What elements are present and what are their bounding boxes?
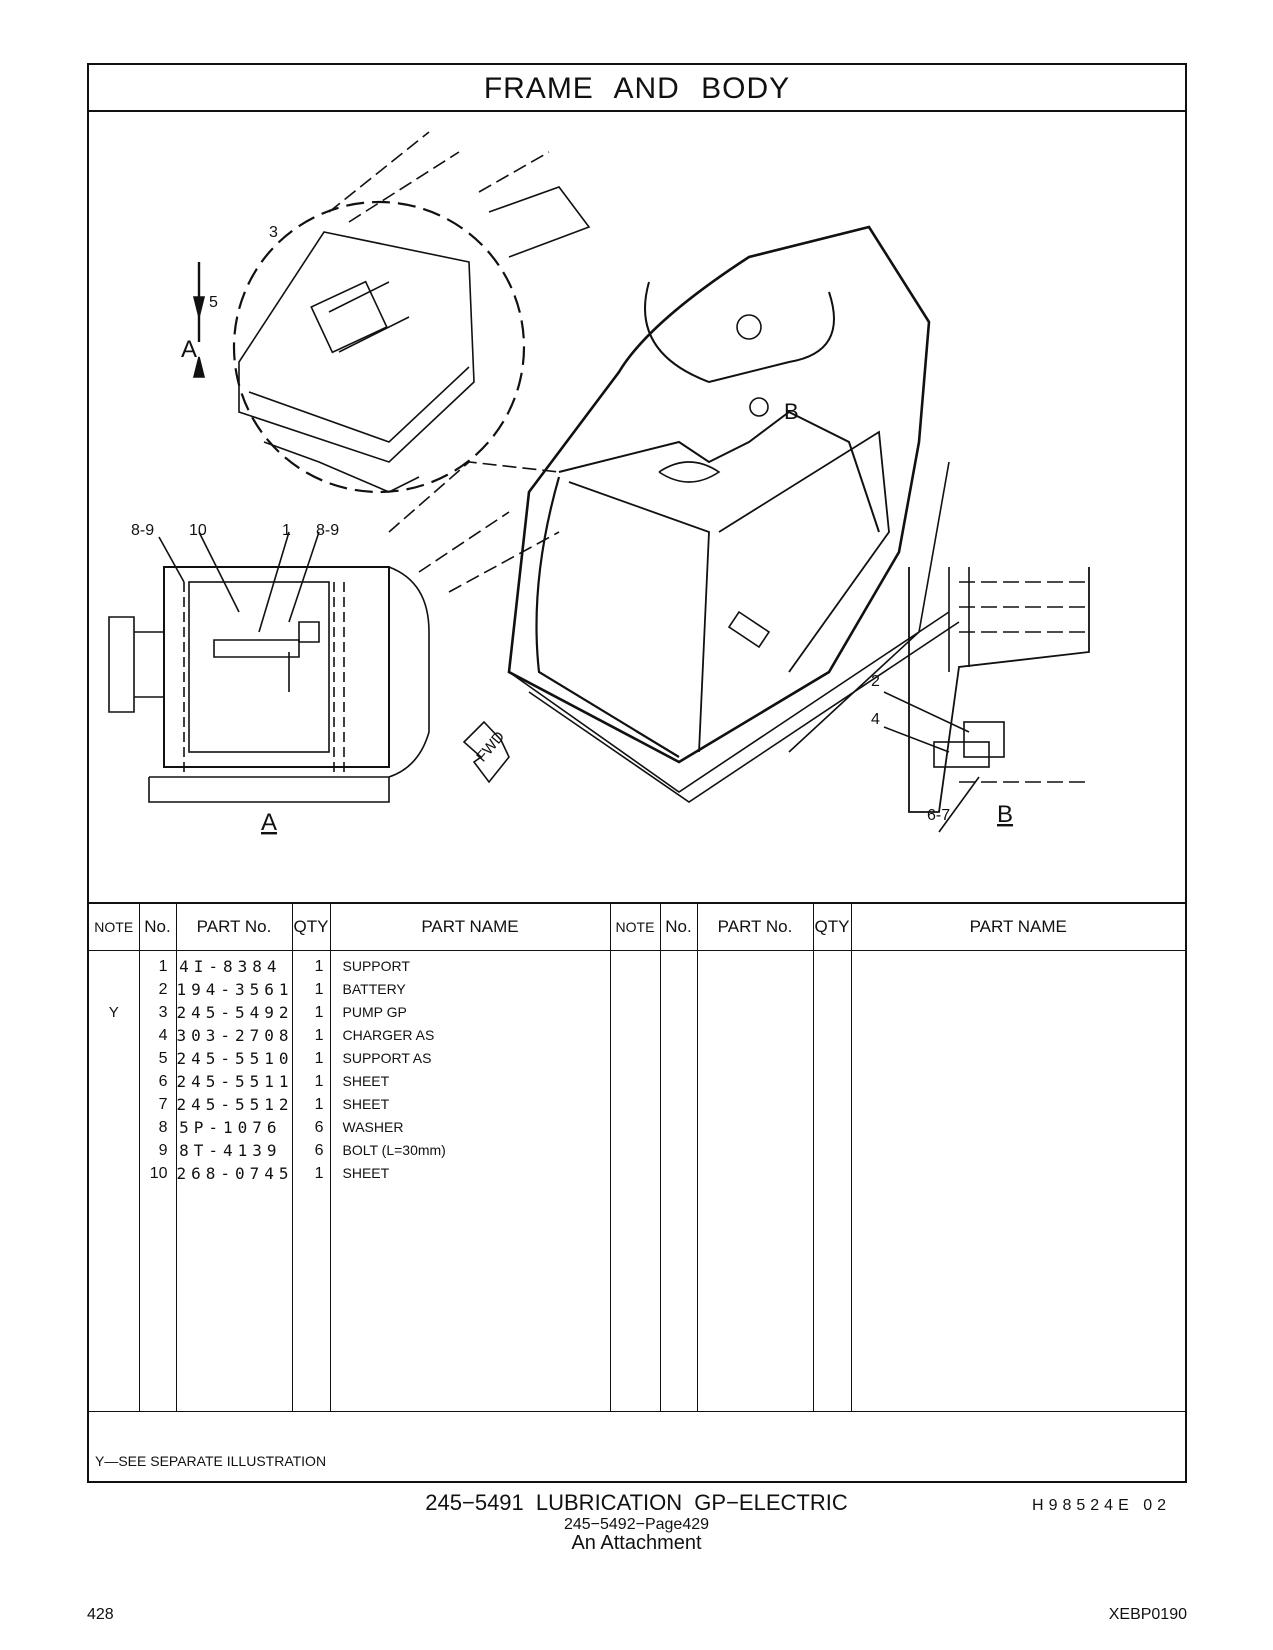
column-note-2 — [610, 950, 661, 1412]
header-part-no-2: PART No. — [697, 902, 814, 951]
table-cell: 194-3561 — [176, 980, 294, 999]
header-part-no: PART No. — [176, 902, 293, 951]
table-cell: SHEET — [342, 1073, 390, 1089]
table-cell — [89, 1093, 139, 1116]
parts-table: NOTE No. PART No. QTY PART NAME NOTE No.… — [89, 902, 1185, 1412]
table-cell: 6 — [158, 1073, 168, 1090]
callout-6-7: 6-7 — [927, 807, 950, 824]
column-part-no-2 — [697, 950, 814, 1412]
document-code: XEBP0190 — [1108, 1606, 1187, 1623]
table-cell: 1 — [314, 1004, 324, 1021]
table-cell: 245-5510 — [176, 1049, 294, 1068]
table-cell: 303-2708 — [176, 1026, 294, 1045]
header-qty: QTY — [292, 902, 331, 951]
column-qty: 1 1 1 1 1 1 1 6 6 1 — [292, 950, 331, 1412]
table-cell: 5 — [158, 1050, 168, 1067]
view-label-a: A — [261, 809, 277, 836]
table-cell: PUMP GP — [342, 1004, 407, 1020]
page-number: 428 — [87, 1606, 114, 1623]
header-note: NOTE — [89, 902, 140, 951]
header-part-name: PART NAME — [330, 902, 611, 951]
page-title: FRAME AND BODY — [89, 65, 1185, 112]
footnote: Y—SEE SEPARATE ILLUSTRATION — [95, 1453, 327, 1469]
table-cell — [89, 978, 139, 1001]
table-cell — [89, 1162, 139, 1185]
table-cell: 9 — [158, 1142, 168, 1159]
table-cell: SUPPORT AS — [342, 1050, 432, 1066]
table-cell: 245-5492 — [176, 1003, 294, 1022]
parts-page-frame: FRAME AND BODY — [87, 63, 1187, 1514]
table-cell: 268-0745 — [176, 1164, 294, 1183]
table-cell: BATTERY — [342, 981, 406, 997]
table-cell — [89, 955, 139, 978]
table-cell: 245-5512 — [176, 1095, 294, 1114]
column-note: Y — [89, 950, 140, 1412]
column-qty-2 — [813, 950, 852, 1412]
table-cell: 245-5511 — [176, 1072, 294, 1091]
table-cell: 4I-8384 — [179, 957, 282, 976]
table-cell: 1 — [314, 1050, 324, 1067]
drawing-code: H98524E 02 — [1032, 1497, 1171, 1514]
callout-10: 10 — [189, 522, 207, 539]
table-cell: 1 — [158, 958, 168, 975]
callout-5: 5 — [209, 294, 218, 311]
table-cell: CHARGER AS — [342, 1027, 435, 1043]
exploded-illustration: 3 5 A B 8-9 10 1 8-9 2 4 6-7 FWD A B — [108, 131, 1090, 836]
table-cell: 8T-4139 — [179, 1141, 282, 1160]
callout-3: 3 — [269, 224, 278, 241]
column-no-2 — [660, 950, 698, 1412]
table-cell: 6 — [314, 1119, 324, 1136]
callout-2: 2 — [871, 673, 880, 690]
callout-8-9-left: 8-9 — [131, 522, 154, 539]
table-header-row: NOTE No. PART No. QTY PART NAME NOTE No.… — [89, 902, 1185, 951]
table-cell: WASHER — [342, 1119, 404, 1135]
callout-4: 4 — [871, 711, 880, 728]
table-cell: 2 — [158, 981, 168, 998]
header-no: No. — [139, 902, 177, 951]
table-cell: SHEET — [342, 1096, 390, 1112]
callout-B-arrow: B — [784, 399, 799, 424]
table-cell: BOLT (L=30mm) — [342, 1142, 446, 1158]
header-qty-2: QTY — [813, 902, 852, 951]
table-cell: 10 — [149, 1165, 168, 1182]
table-cell: 1 — [314, 1165, 324, 1182]
column-part-no: 4I-8384 194-3561 245-5492 303-2708 245-5… — [176, 950, 294, 1412]
callout-1: 1 — [282, 522, 291, 539]
parts-list: NOTE No. PART No. QTY PART NAME NOTE No.… — [89, 902, 1185, 1412]
table-cell: 1 — [314, 981, 324, 998]
table-cell: 7 — [158, 1096, 168, 1113]
table-cell: 8 — [158, 1119, 168, 1136]
header-part-name-2: PART NAME — [851, 902, 1185, 951]
table-cell: 1 — [314, 1073, 324, 1090]
column-no: 1 2 3 4 5 6 7 8 9 10 — [139, 950, 177, 1412]
table-body: Y 1 2 3 4 5 6 — [89, 950, 1185, 1412]
header-no-2: No. — [660, 902, 698, 951]
table-cell — [89, 1116, 139, 1139]
callout-8-9-right: 8-9 — [316, 522, 339, 539]
table-cell: 1 — [314, 958, 324, 975]
table-cell — [89, 1139, 139, 1162]
fwd-label: FWD — [473, 728, 508, 765]
table-cell — [89, 1047, 139, 1070]
table-cell: Y — [108, 1004, 119, 1021]
table-cell: 4 — [158, 1027, 168, 1044]
table-cell: 5P-1076 — [179, 1118, 282, 1137]
column-part-name: SUPPORT BATTERY PUMP GP CHARGER AS SUPPO… — [330, 950, 611, 1412]
detail-circle — [232, 200, 526, 494]
table-cell: SUPPORT — [342, 958, 410, 974]
caption-page-ref: 245−5492−Page429 — [563, 1516, 710, 1533]
table-cell: SHEET — [342, 1165, 390, 1181]
view-label-b: B — [997, 801, 1013, 828]
caption-attachment: An Attachment — [571, 1532, 702, 1554]
table-cell: 6 — [314, 1142, 324, 1159]
table-cell — [89, 1070, 139, 1093]
callout-A-arrow: A — [181, 336, 197, 363]
caption-group-title: 245−5491 LUBRICATION GP−ELECTRIC — [425, 1490, 848, 1515]
column-part-name-2 — [851, 950, 1185, 1412]
table-cell: 1 — [314, 1096, 324, 1113]
table-cell: 1 — [314, 1027, 324, 1044]
table-cell: 3 — [158, 1004, 168, 1021]
header-note-2: NOTE — [610, 902, 661, 951]
table-cell — [89, 1024, 139, 1047]
